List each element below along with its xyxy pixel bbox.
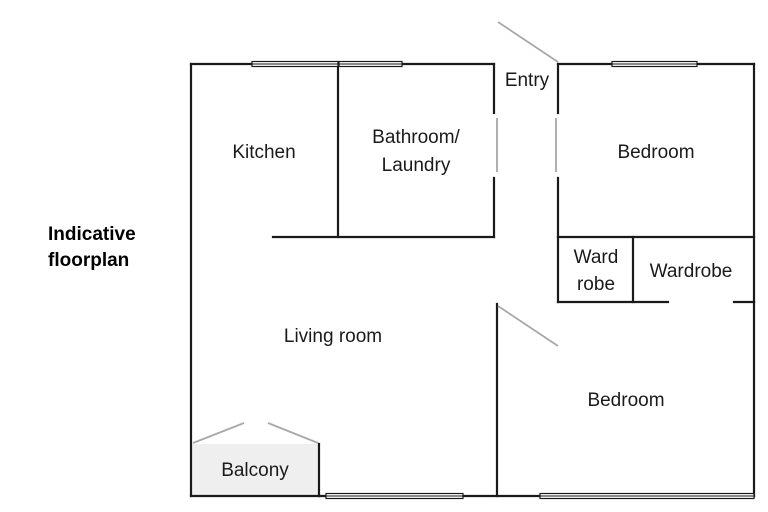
label-wardrobe-small-line-1: Ward [574,247,619,268]
window-kitchen [251,60,339,68]
window-bathroom [338,60,403,68]
doors [192,21,559,444]
label-wardrobe-small-line-2: robe [577,274,615,295]
label-bedroom-top: Bedroom [617,142,694,163]
label-entry: Entry [505,70,550,91]
window-bedroom-bottom [539,492,755,500]
door-entry-swing [497,21,559,63]
label-bathroom-line-2: Laundry [382,155,451,176]
title-line-1: Indicative [48,224,136,245]
label-living-room: Living room [284,326,382,347]
door-balcony-left [192,422,245,444]
label-balcony: Balcony [221,460,289,481]
label-bedroom-bottom: Bedroom [587,390,664,411]
window-bedroom-top [611,60,698,68]
label-bathroom-line-1: Bathroom/ [372,127,460,148]
window-living [325,492,464,500]
balcony-area [191,444,319,496]
door-bedroom-bottom-swing [497,305,559,347]
door-balcony-right [267,422,319,444]
label-kitchen: Kitchen [232,142,295,163]
label-wardrobe: Wardrobe [650,261,733,282]
windows [251,60,755,500]
title-line-2: floorplan [48,250,129,271]
